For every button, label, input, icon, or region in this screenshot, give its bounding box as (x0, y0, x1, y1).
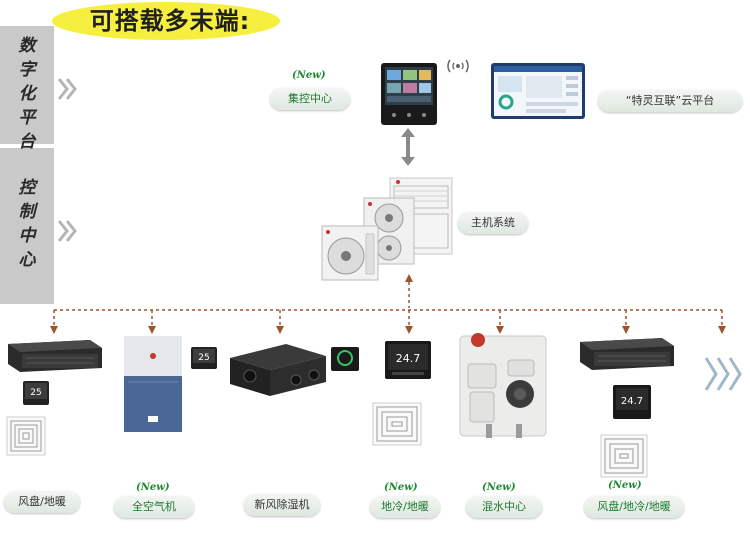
cloud-dashboard-monitor-icon (491, 63, 585, 119)
water-mixing-center-image (459, 333, 547, 438)
cloud-platform-pill: “特灵互联”云平台 (598, 90, 742, 112)
control-center-band (0, 148, 54, 304)
central-control-pill: 集控中心 (270, 88, 350, 110)
thermostat-reading: 24.7 (396, 352, 421, 365)
central-control-panel-icon (381, 63, 437, 125)
thermostat-icon: 25 (191, 347, 217, 369)
new-tag: (New) (608, 480, 642, 491)
thermostat-reading: 24.7 (621, 396, 643, 407)
thermostat-reading: 25 (30, 388, 41, 398)
terminal-all-air-unit: 全空气机 (114, 496, 194, 518)
thermostat-icon: 24.7 (385, 341, 431, 379)
floor-heating-coil-icon (6, 416, 46, 456)
chevron-right-icon (57, 220, 77, 242)
ducted-fan-coil-image (580, 338, 674, 370)
main-system-units-image (321, 177, 453, 281)
main-system-pill: 主机系统 (458, 212, 528, 234)
more-chevrons-icon (704, 357, 742, 391)
distribution-connector (50, 274, 726, 334)
fresh-air-dehumidifier-image (230, 344, 326, 396)
control-center-label: 控 制 中 心 (18, 178, 36, 270)
new-tag: (New) (482, 482, 516, 493)
terminal-water-mixing-center: 混水中心 (466, 496, 542, 518)
terminal-floor-cooling-heating: 地冷/地暖 (370, 496, 440, 518)
double-arrow-icon (401, 128, 415, 166)
terminal-fan-coil-floor-cooling-heating: 风盘/地冷/地暖 (584, 496, 684, 518)
digital-platform-label: 数 字 化 平 台 (18, 36, 36, 152)
thermostat-icon: 25 (23, 381, 49, 405)
new-tag: (New) (136, 482, 170, 493)
terminal-fan-coil-floor-heating: 风盘/地暖 (4, 491, 80, 513)
ducted-fan-coil-image (8, 340, 102, 372)
chevron-right-icon (57, 78, 77, 100)
new-tag: (New) (384, 482, 418, 493)
thermostat-icon: 24.7 (613, 385, 651, 419)
page-title: 可搭载多末端: (89, 7, 251, 35)
digital-platform-band (0, 26, 54, 144)
floor-heating-coil-icon (600, 434, 648, 478)
thermostat-icon (331, 347, 359, 371)
all-air-unit-image (124, 336, 182, 432)
thermostat-reading: 25 (198, 353, 209, 363)
new-tag: (New) (292, 70, 326, 81)
floor-heating-coil-icon (372, 402, 422, 446)
wifi-signal-icon (447, 59, 469, 73)
title-highlight: 可搭载多末端: (50, 0, 282, 42)
terminal-fresh-air-dehumidifier: 新风除湿机 (244, 494, 320, 516)
yellow-brush-stroke (52, 2, 280, 40)
